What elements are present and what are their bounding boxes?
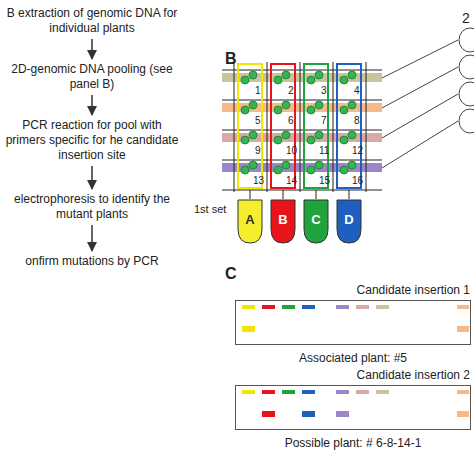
cell-number: 8 — [354, 115, 360, 126]
pool-tube: B — [270, 199, 296, 244]
cell-number: 2 — [288, 85, 294, 96]
flow-step: PCR reaction for pool with primers speci… — [2, 118, 182, 163]
panel-letter: B — [225, 50, 237, 68]
cell-number: 5 — [255, 115, 261, 126]
pool-tube: C — [303, 199, 329, 244]
cell-number: 12 — [352, 145, 363, 156]
gel-heading: Candidate insertion 1 — [357, 283, 470, 297]
flow-step: onfirm mutations by PCR — [2, 254, 182, 269]
cell-number: 3 — [321, 85, 327, 96]
pool-tube: D — [336, 199, 362, 244]
step-text: electrophoresis to identify the mutant p… — [2, 192, 182, 222]
flow-arrow — [91, 39, 93, 59]
gel-heading: Candidate insertion 2 — [357, 368, 470, 382]
cell-number: 11 — [319, 145, 329, 156]
flow-step: 2D-genomic DNA pooling (see panel B) — [2, 62, 182, 92]
tube-letter: D — [336, 212, 362, 227]
set-label: 1st set — [194, 203, 226, 215]
flow-step: electrophoresis to identify the mutant p… — [2, 192, 182, 222]
gel-caption: Associated plant: #5 — [236, 351, 470, 365]
gel-caption: Possible plant: # 6-8-14-1 — [236, 436, 470, 450]
flow-arrow — [91, 225, 93, 251]
flow-arrow — [91, 166, 93, 189]
cell-number: 14 — [286, 175, 297, 186]
cell-number: 7 — [321, 115, 327, 126]
cell-number: 4 — [354, 85, 360, 96]
cell-number: 13 — [253, 175, 264, 186]
gel-box: Candidate insertion 2Possible plant: # 6… — [235, 385, 471, 430]
tube-letter: C — [303, 212, 329, 227]
cell-number: 1 — [255, 85, 261, 96]
panel-letter: C — [225, 265, 237, 283]
flow-step: B extraction of genomic DNA for individu… — [2, 6, 182, 36]
step-text: B extraction of genomic DNA for individu… — [2, 6, 182, 36]
cell-number: 9 — [255, 145, 261, 156]
cell-number: 10 — [286, 145, 297, 156]
pool-tube: A — [237, 199, 263, 244]
cell-number: 6 — [288, 115, 294, 126]
cell-number: 16 — [352, 175, 363, 186]
step-text: 2D-genomic DNA pooling (see panel B) — [2, 62, 182, 92]
tube-letter: B — [270, 212, 296, 227]
cell-number: 15 — [319, 175, 330, 186]
step-text: PCR reaction for pool with primers speci… — [2, 118, 182, 163]
tube-letter: A — [237, 212, 263, 227]
set-label: 2 — [462, 10, 470, 26]
flow-arrow — [91, 95, 93, 115]
step-text: onfirm mutations by PCR — [2, 254, 182, 269]
gel-box: Candidate insertion 1Associated plant: #… — [235, 300, 471, 345]
